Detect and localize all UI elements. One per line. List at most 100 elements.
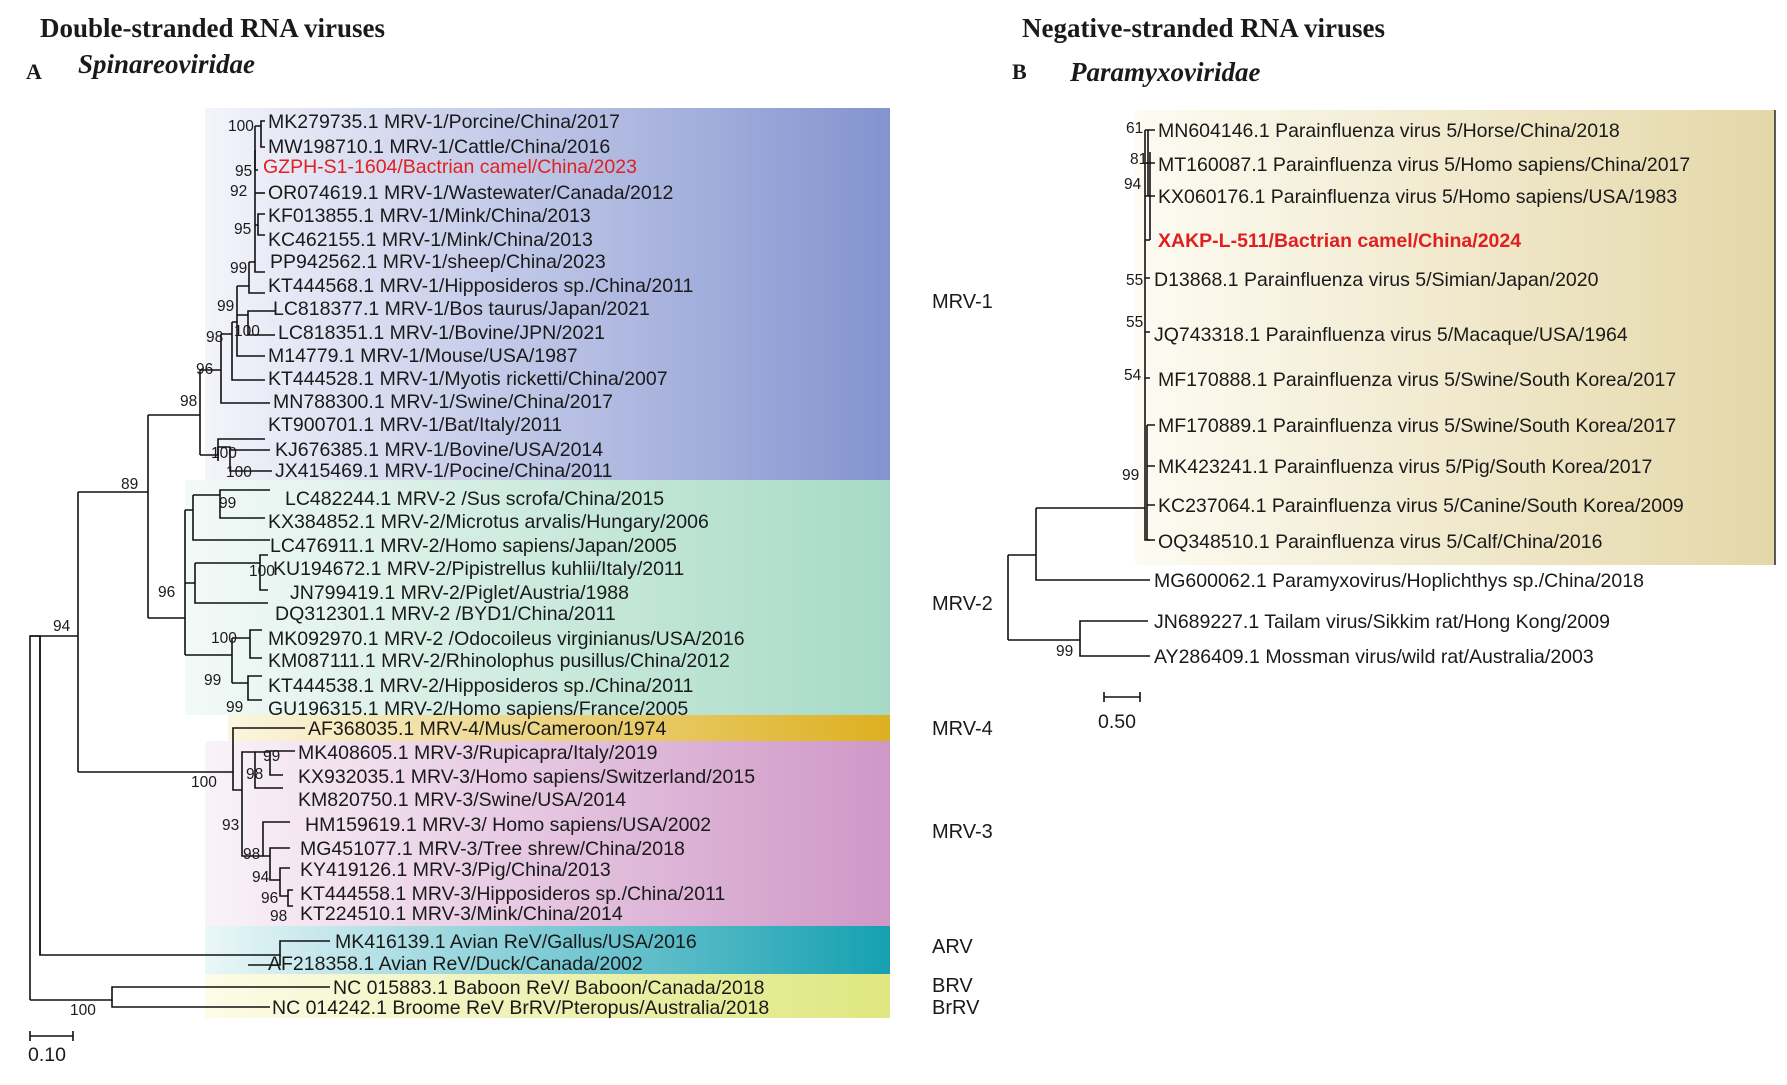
tree-a-bootstrap: 100 95 92 95 99 99 100 98 96 98 100 100 …: [53, 118, 287, 1019]
boot-b-8: 99: [1056, 643, 1073, 660]
leaf-b-5: D13868.1 Parainfluenza virus 5/Simian/Ja…: [1154, 269, 1599, 291]
panel-a-family: Spinareoviridae: [78, 49, 255, 79]
leaf-a-19: LC476911.1 MRV-2/Homo sapiens/Japan/2005: [270, 535, 677, 557]
boot-a-24: 98: [243, 846, 260, 863]
leaf-b-10: KC237064.1 Parainfluenza virus 5/Canine/…: [1158, 495, 1684, 517]
leaf-a-4: OR074619.1 MRV-1/Wastewater/Canada/2012: [268, 182, 673, 204]
boot-a-19: 99: [226, 699, 243, 716]
tree-b-bootstrap: 61 81 94 55 55 54 99 99: [1056, 120, 1147, 660]
clade-label-brrv: BrRV: [932, 997, 980, 1019]
panel-a-letter: A: [26, 59, 42, 84]
clade-label-brv: BRV: [932, 975, 973, 997]
tree-b-leaves: MN604146.1 Parainfluenza virus 5/Horse/C…: [1154, 120, 1690, 668]
clade-box-mrv1: [205, 108, 890, 480]
leaf-a-28: MK408605.1 MRV-3/Rupicapra/Italy/2019: [298, 742, 658, 764]
clade-label-mrv3: MRV-3: [932, 821, 993, 843]
leaf-a-35: KT224510.1 MRV-3/Mink/China/2014: [300, 903, 623, 925]
boot-b-3: 94: [1124, 176, 1142, 193]
leaf-b-12: MG600062.1 Paramyxovirus/Hoplichthys sp.…: [1154, 570, 1644, 592]
leaf-b-13: JN689227.1 Tailam virus/Sikkim rat/Hong …: [1154, 611, 1610, 633]
tree-a-clade-labels: MRV-1 MRV-2 MRV-4 MRV-3 ARV BRV BrRV: [932, 291, 993, 1019]
panel-a-header: Double-stranded RNA viruses: [40, 13, 385, 43]
leaf-a-2: MW198710.1 MRV-1/Cattle/China/2016: [268, 136, 610, 158]
boot-a-1: 100: [228, 118, 254, 135]
tree-a-branches: [29, 120, 330, 1008]
clade-label-mrv1: MRV-1: [932, 291, 993, 313]
leaf-b-6: JQ743318.1 Parainfluenza virus 5/Macaque…: [1154, 324, 1628, 346]
leaf-a-32: MG451077.1 MRV-3/Tree shrew/China/2018: [300, 838, 685, 860]
scale-a-label: 0.10: [28, 1044, 66, 1066]
boot-b-6: 54: [1124, 367, 1142, 384]
leaf-a-17: LC482244.1 MRV-2 /Sus scrofa/China/2015: [285, 488, 664, 510]
leaf-a-23: MK092970.1 MRV-2 /Odocoileus virginianus…: [268, 628, 745, 650]
leaf-a-9: LC818377.1 MRV-1/Bos taurus/Japan/2021: [273, 298, 650, 320]
boot-a-11: 100: [211, 445, 237, 462]
clade-box-mrv4: [228, 715, 890, 741]
clade-box-brv: [205, 974, 890, 1018]
leaf-a-26: GU196315.1 MRV-2/Homo sapiens/France/200…: [268, 698, 688, 720]
leaf-a-16: JX415469.1 MRV-1/Pocine/China/2011: [275, 460, 613, 482]
boot-a-7: 100: [234, 323, 260, 340]
leaf-a-5: KF013855.1 MRV-1/Mink/China/2013: [268, 205, 591, 227]
panel-b-letter: B: [1012, 59, 1027, 84]
leaf-a-34: KT444558.1 MRV-3/Hipposideros sp./China/…: [300, 883, 725, 905]
boot-a-5: 99: [230, 260, 247, 277]
boot-a-10: 98: [180, 393, 197, 410]
leaf-b-1: MN604146.1 Parainfluenza virus 5/Horse/C…: [1158, 120, 1620, 142]
boot-a-17: 100: [211, 630, 237, 647]
scale-b-label: 0.50: [1098, 711, 1136, 733]
boot-a-4: 95: [234, 221, 251, 238]
leaf-b-3: KX060176.1 Parainfluenza virus 5/Homo sa…: [1158, 186, 1677, 208]
leaf-a-8: KT444568.1 MRV-1/Hipposideros sp./China/…: [268, 275, 693, 297]
leaf-a-24: KM087111.1 MRV-2/Rhinolophus pusillus/Ch…: [268, 650, 730, 672]
boot-b-7: 99: [1122, 467, 1139, 484]
clade-box-mrv2: [185, 480, 890, 715]
leaf-b-11: OQ348510.1 Parainfluenza virus 5/Calf/Ch…: [1158, 531, 1602, 553]
boot-b-5: 55: [1126, 314, 1143, 331]
boot-a-28: 94: [53, 618, 71, 635]
clade-box-pv5: [1135, 110, 1775, 565]
leaf-a-11: M14779.1 MRV-1/Mouse/USA/1987: [268, 345, 578, 367]
boot-b-1: 61: [1126, 120, 1143, 137]
boot-a-23: 93: [222, 817, 239, 834]
leaf-a-38: NC 015883.1 Baboon ReV/ Baboon/Canada/20…: [333, 977, 765, 999]
boot-a-15: 100: [249, 563, 275, 580]
leaf-a-14: KT900701.1 MRV-1/Bat/Italy/2011: [268, 414, 562, 436]
leaf-a-7: PP942562.1 MRV-1/sheep/China/2023: [270, 251, 606, 273]
leaf-a-36: MK416139.1 Avian ReV/Gallus/USA/2016: [335, 931, 697, 953]
leaf-a-12: KT444528.1 MRV-1/Myotis ricketti/China/2…: [268, 368, 668, 390]
boot-a-6: 99: [217, 298, 234, 315]
leaf-b-highlight: XAKP-L-511/Bactrian camel/China/2024: [1158, 230, 1521, 252]
leaf-a-13: MN788300.1 MRV-1/Swine/China/2017: [273, 391, 613, 413]
boot-a-8: 98: [206, 329, 223, 346]
leaf-b-2: MT160087.1 Parainfluenza virus 5/Homo sa…: [1158, 154, 1690, 176]
boot-a-12: 100: [226, 464, 252, 481]
clade-box-arv: [205, 926, 890, 974]
leaf-b-8: MF170889.1 Parainfluenza virus 5/Swine/S…: [1158, 415, 1676, 437]
boot-a-22: 98: [246, 766, 263, 783]
scale-bar-a: 0.10: [28, 1031, 74, 1066]
leaf-a-20: KU194672.1 MRV-2/Pipistrellus kuhlii/Ita…: [273, 558, 684, 580]
boot-a-13: 89: [121, 476, 138, 493]
tree-b-branches: [1007, 129, 1155, 657]
leaf-a-15: KJ676385.1 MRV-1/Bovine/USA/2014: [275, 439, 603, 461]
clade-box-mrv3: [205, 741, 890, 926]
leaf-b-9: MK423241.1 Parainfluenza virus 5/Pig/Sou…: [1158, 456, 1652, 478]
panel-b-family: Paramyxoviridae: [1069, 57, 1260, 87]
leaf-a-21: JN799419.1 MRV-2/Piglet/Austria/1988: [290, 582, 629, 604]
panel-b-header: Negative-stranded RNA viruses: [1022, 13, 1385, 43]
boot-a-29: 100: [70, 1002, 96, 1019]
leaf-a-10: LC818351.1 MRV-1/Bovine/JPN/2021: [278, 322, 605, 344]
boot-a-27: 98: [270, 908, 287, 925]
leaf-a-25: KT444538.1 MRV-2/Hipposideros sp./China/…: [268, 675, 693, 697]
clade-label-arv: ARV: [932, 936, 973, 958]
leaf-a-highlight: GZPH-S1-1604/Bactrian camel/China/2023: [263, 156, 637, 178]
boot-a-18: 99: [204, 672, 221, 689]
leaf-b-14: AY286409.1 Mossman virus/wild rat/Austra…: [1154, 646, 1594, 668]
boot-a-2: 95: [235, 163, 252, 180]
boot-a-16: 96: [158, 584, 175, 601]
leaf-a-6: KC462155.1 MRV-1/Mink/China/2013: [268, 229, 593, 251]
tree-a-leaves: MK279735.1 MRV-1/Porcine/China/2017 MW19…: [263, 111, 769, 1019]
